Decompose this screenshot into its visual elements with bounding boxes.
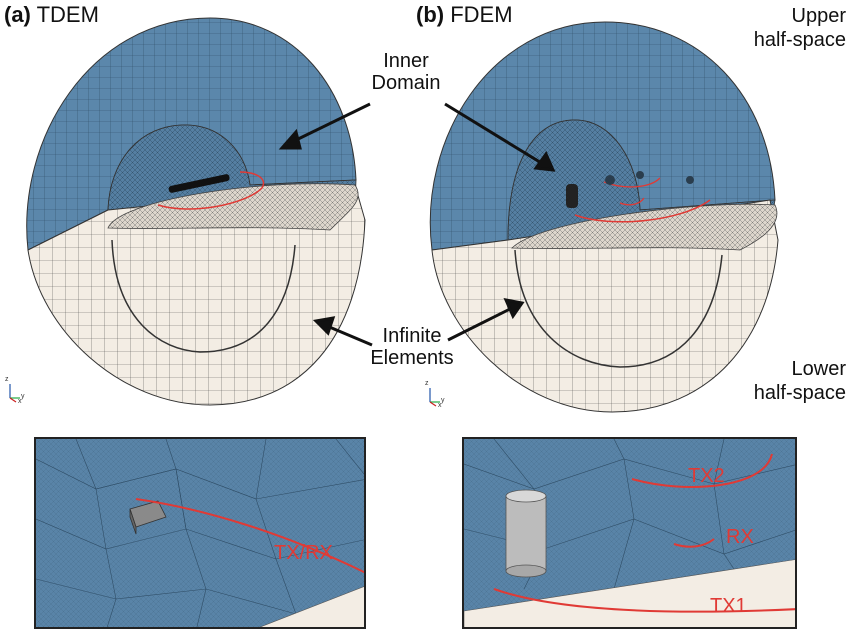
panel-b-method: FDEM (450, 2, 513, 27)
axis-x-label: x (438, 402, 442, 409)
tdem-cut-face (107, 183, 359, 231)
axis-triad-icon (429, 388, 440, 407)
panel-a-method: TDEM (36, 2, 99, 27)
panel-b-tag: (b) (416, 2, 445, 27)
arrow-head (503, 298, 525, 320)
arrow-inner-domain-b (444, 102, 544, 166)
axis-triad-icon (9, 384, 20, 403)
panel-b-label: (b) FDEM (416, 2, 513, 28)
arrow-infinite-elements-a (326, 324, 373, 347)
arrow-head (533, 150, 556, 172)
fdem-mesh-refinement (605, 175, 615, 185)
axis-z-label: z (5, 376, 9, 383)
region-lower-line2: half-space (753, 382, 846, 404)
fdem-inset-mesh (464, 439, 795, 627)
panel-a-tag: (a) (4, 2, 31, 27)
axis-triad-b: z y x (424, 380, 446, 409)
tdem-target-body (168, 174, 230, 193)
fdem-mesh-refinement (636, 171, 644, 179)
region-upper-line1: Upper (791, 5, 846, 27)
tdem-sphere (26, 17, 366, 406)
axis-z-label: z (425, 380, 429, 387)
fdem-mesh-refinement (686, 176, 694, 184)
tdem-inner-bowl (111, 239, 296, 353)
arrow-inner-domain-a (291, 102, 371, 144)
callout-arrows (278, 102, 556, 347)
tdem-inset-tx-rx-label: TX/RX (274, 542, 333, 564)
fdem-cut-face (511, 203, 778, 251)
callout-infinite-elements: Infinite Elements (362, 325, 462, 369)
fdem-inset-tx2-loop (631, 453, 773, 488)
callout-inner-domain-line2: Domain (371, 72, 441, 94)
fdem-inset-target-cylinder (505, 489, 547, 578)
fdem-inset-lower-half-space (464, 559, 795, 627)
callout-inner-domain: Inner Domain (356, 50, 456, 94)
fdem-sphere (429, 21, 779, 413)
fdem-rx-loop (619, 197, 645, 206)
fdem-inset-rx-loop (673, 538, 715, 548)
region-lower-line1: Lower (791, 358, 846, 380)
fdem-inset-tx1-label: TX1 (710, 595, 747, 617)
callout-infinite-elements-line1: Infinite (382, 325, 442, 347)
axis-y-label: y (441, 397, 445, 404)
region-lower-half-space: Lower half-space (754, 357, 846, 405)
panel-a-label: (a) TDEM (4, 2, 99, 28)
fdem-inner-bowl (514, 249, 723, 368)
tdem-inset: TX/RX (34, 437, 366, 629)
tdem-inset-lower-half-space (259, 586, 364, 627)
arrow-infinite-elements-b (447, 306, 513, 342)
tdem-inset-target (129, 500, 167, 535)
callout-infinite-elements-line2: Elements (370, 347, 454, 369)
axis-triad-a: z y x (4, 376, 26, 405)
fdem-target-cylinder (566, 184, 578, 208)
region-upper-line2: half-space (753, 29, 846, 51)
fdem-inset-rx-label: RX (726, 526, 754, 548)
tdem-inset-mesh (36, 439, 364, 627)
fdem-inset-tx1-loop (493, 588, 795, 613)
arrow-head (278, 128, 302, 150)
axis-x-label: x (18, 398, 22, 405)
fdem-inset-tx2-label: TX2 (688, 465, 725, 487)
sphere-mesh-figure (26, 17, 779, 413)
callout-inner-domain-line1: Inner (383, 50, 429, 72)
region-upper-half-space: Upper half-space (754, 4, 846, 52)
tdem-inset-tx-rx-loop (135, 498, 364, 574)
fdem-inset: TX2 RX TX1 (462, 437, 797, 629)
tdem-tx-rx-loop (157, 171, 265, 210)
arrow-head (312, 316, 336, 336)
fdem-tx1-loop (574, 199, 711, 223)
axis-y-label: y (21, 393, 25, 400)
